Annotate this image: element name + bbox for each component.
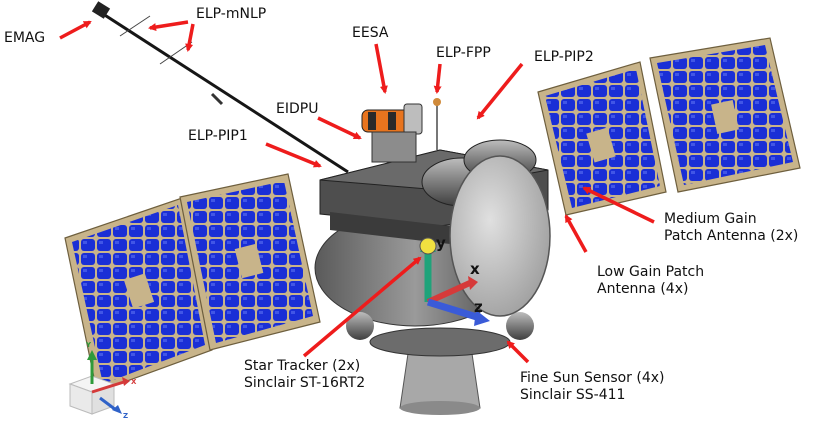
label-star-tracker: Star Tracker (2x) Sinclair ST-16RT2 — [244, 358, 366, 391]
triad-axis-x-label: X — [131, 378, 137, 386]
callout-arrows — [59, 20, 655, 364]
arrow-emag — [59, 20, 92, 40]
magnetometer-boom — [91, 1, 349, 174]
label-medium-gain: Medium Gain Patch Antenna (2x) — [664, 211, 799, 244]
body-axis-z-label: z — [474, 298, 483, 316]
solar-panel-left-inner — [179, 173, 321, 351]
arrow-elp-pip1 — [265, 142, 322, 168]
body-axes — [419, 237, 490, 326]
dish-antenna — [449, 155, 551, 317]
eesa-instrument — [361, 103, 423, 135]
label-eidpu: EIDPU — [276, 101, 319, 117]
solar-panel-right-inner — [537, 61, 667, 216]
arrow-elp-mnlp-b — [185, 23, 195, 52]
arrow-eidpu — [317, 116, 362, 140]
label-elp-mnlp: ELP-mNLP — [196, 6, 267, 22]
arrow-fine-sun — [506, 340, 530, 364]
body-axis-y-label: y — [436, 234, 446, 252]
triad-axis-y-label: Y — [85, 341, 92, 349]
spacecraft-body — [314, 98, 551, 415]
label-elp-pip1: ELP-PIP1 — [188, 128, 248, 144]
label-elp-pip2: ELP-PIP2 — [534, 49, 594, 65]
triad-axis-z-label: Z — [123, 412, 128, 420]
coordinate-triad — [68, 350, 130, 415]
arrow-medium-gain — [582, 186, 655, 224]
label-elp-fpp: ELP-FPP — [436, 45, 491, 61]
label-eesa: EESA — [352, 25, 389, 41]
label-low-gain: Low Gain Patch Antenna (4x) — [597, 264, 705, 297]
arrow-low-gain — [564, 214, 588, 253]
arrow-eesa — [374, 43, 388, 94]
solar-panel-right-outer — [649, 37, 801, 193]
label-emag: EMAG — [4, 30, 46, 46]
arrow-elp-fpp — [433, 63, 442, 94]
body-axis-x-label: x — [470, 260, 480, 278]
arrow-elp-mnlp-a — [148, 20, 189, 32]
arrow-star-tracker — [302, 256, 422, 358]
arrow-elp-pip2 — [476, 62, 524, 120]
solar-panel-left-outer — [64, 197, 213, 393]
label-fine-sun: Fine Sun Sensor (4x) Sinclair SS-411 — [520, 370, 665, 403]
